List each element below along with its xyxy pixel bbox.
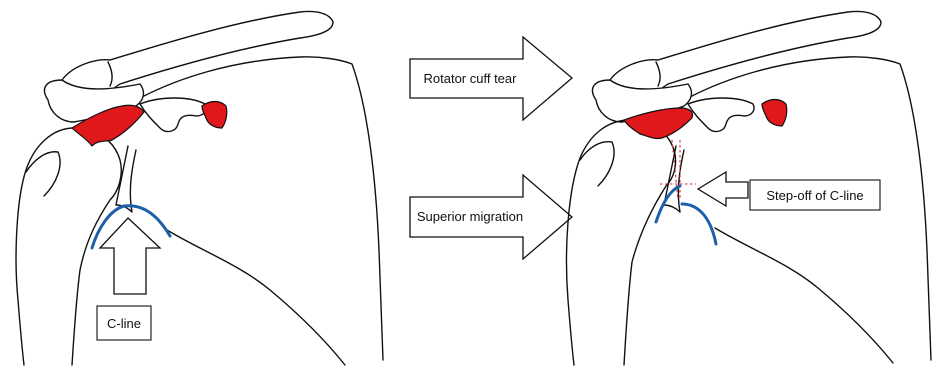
left-up-arrow [100,218,160,294]
right-c-line-upper [656,186,680,222]
left-small-red [202,102,227,129]
step-off-label: Step-off of C-line [766,188,863,203]
left-clavicle [59,11,333,101]
step-off-arrow [698,172,748,206]
center-arrows: Rotator cuff tear Superior migration [410,37,572,259]
left-coracoid [140,98,206,131]
right-clavicle [607,11,881,101]
right-small-red [762,100,787,127]
rotator-cuff-label: Rotator cuff tear [424,71,518,86]
right-coracoid [688,98,754,131]
right-shoulder-panel: Step-off of C-line [567,11,932,365]
superior-migration-label: Superior migration [417,209,523,224]
c-line-label: C-line [107,316,141,331]
right-c-line-lower [682,204,716,244]
left-shoulder-panel: C-line [16,11,383,365]
